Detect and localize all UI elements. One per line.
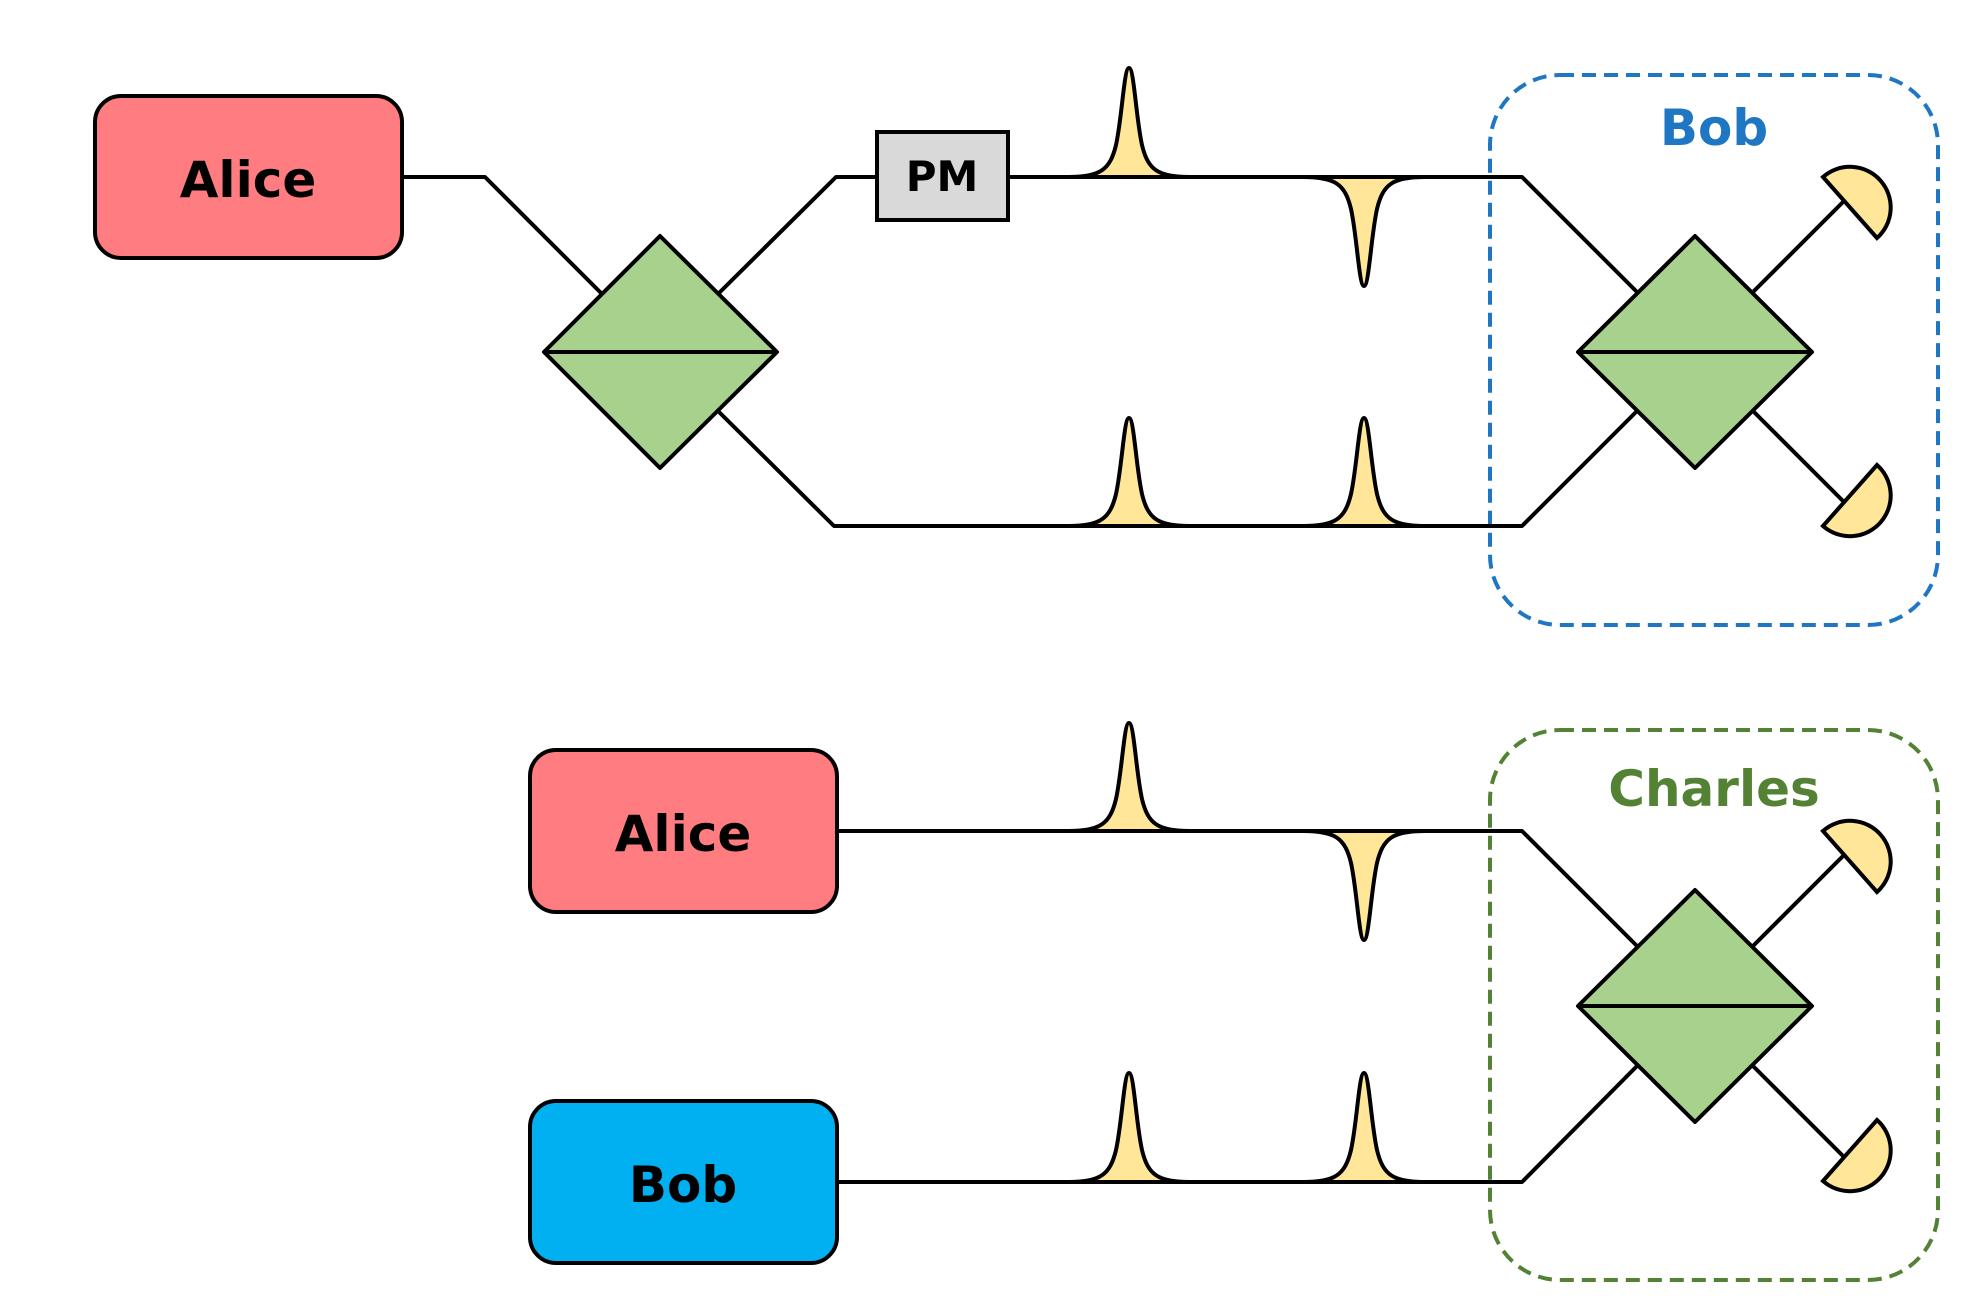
bob-receiver-group-label: Bob [1660, 99, 1768, 157]
beam-splitter-bob [1576, 234, 1814, 470]
pulse-bob-left [1066, 1071, 1192, 1184]
bob-node-bottom-label: Bob [629, 1156, 737, 1214]
pulse-alice-down [1301, 829, 1427, 942]
top-scheme: Bob Alice PM [93, 66, 1940, 627]
pulse-upper-up [1066, 66, 1192, 179]
detector-charles-lower [1820, 1117, 1893, 1194]
charles-relay-group-box [1488, 728, 1940, 1282]
upper-arm-wire-a [716, 175, 877, 296]
charles-lower-detector-wire [1750, 1063, 1847, 1160]
beam-splitter-left [542, 234, 779, 470]
detector-bob-lower [1820, 462, 1893, 539]
upper-arm-wire-b [1008, 175, 1640, 295]
bob-node-bottom [528, 1099, 839, 1265]
alice-to-splitter-wire [402, 175, 604, 296]
bottom-scheme: Charles Alice Bob [528, 721, 1940, 1282]
pulse-upper-down [1301, 175, 1427, 288]
pulse-bob-right [1301, 1071, 1427, 1184]
detector-bob-upper [1820, 164, 1893, 241]
phase-modulator-box [875, 130, 1010, 222]
bob-receiver-group-box [1488, 73, 1940, 627]
alice-node-bottom-label: Alice [615, 805, 752, 863]
detector-charles-upper [1820, 818, 1893, 895]
bob-to-charles-wire [837, 1063, 1640, 1184]
phase-modulator-label: PM [906, 152, 979, 201]
alice-node-bottom [528, 748, 839, 914]
pulse-alice-up [1066, 721, 1192, 833]
upper-detector-wire [1750, 198, 1847, 295]
pulse-lower-left [1066, 416, 1192, 528]
charles-relay-group-label: Charles [1608, 760, 1820, 818]
alice-node-label: Alice [180, 151, 317, 209]
pulse-lower-right [1301, 416, 1427, 528]
lower-arm-wire [716, 408, 1640, 528]
alice-node [93, 94, 404, 260]
beam-splitter-charles [1576, 888, 1814, 1124]
alice-to-charles-wire [837, 829, 1640, 949]
charles-upper-detector-wire [1750, 852, 1847, 949]
lower-detector-wire [1750, 408, 1847, 505]
